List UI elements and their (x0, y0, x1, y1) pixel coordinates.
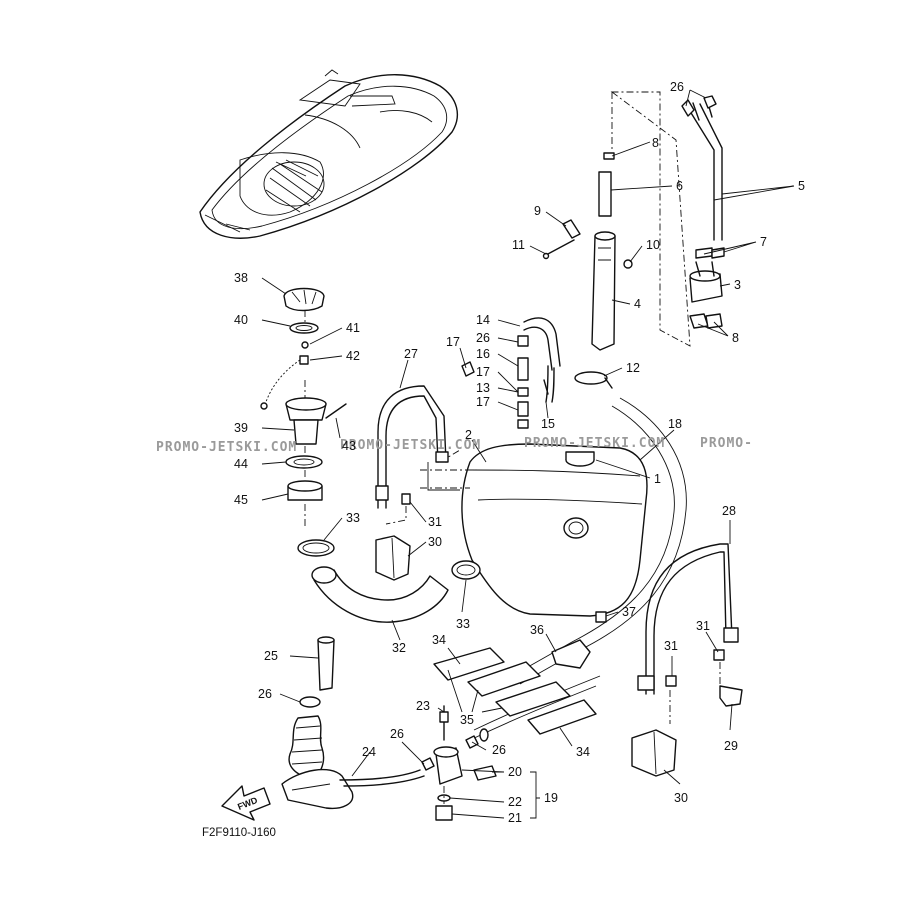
callout-24: 24 (362, 745, 376, 759)
callout-30-right: 30 (674, 791, 688, 805)
fuel-filler-pipe-group (542, 91, 725, 351)
callout-36: 36 (530, 623, 544, 637)
callout-4: 4 (634, 297, 641, 311)
fuel-filter-group (421, 705, 497, 821)
forward-direction-arrow: FWD (221, 785, 271, 821)
callout-44: 44 (234, 457, 248, 471)
callout-11: 11 (512, 238, 525, 252)
right-bracket-assembly (631, 543, 743, 777)
callout-16: 16 (476, 347, 490, 361)
callout-33-right: 33 (456, 617, 470, 631)
callout-17-low: 17 (476, 395, 490, 409)
callout-7: 7 (760, 235, 767, 249)
callout-1: 1 (654, 472, 661, 486)
callout-22: 22 (508, 795, 522, 809)
callout-15: 15 (541, 417, 555, 431)
callout-26-filter: 26 (390, 727, 404, 741)
callout-12: 12 (626, 361, 640, 375)
callout-32: 32 (392, 641, 406, 655)
watermark-text-2: PROMO-JETSKI.COM (340, 438, 481, 453)
callout-25: 25 (264, 649, 278, 663)
callout-34-bottom: 34 (576, 745, 590, 759)
callout-31-mid: 31 (664, 639, 678, 653)
callout-2: 2 (465, 428, 472, 442)
drawing-code: F2F9110-J160 (202, 827, 276, 839)
callout-6: 6 (676, 179, 683, 193)
callout-5: 5 (798, 179, 805, 193)
callout-45: 45 (234, 493, 248, 507)
callout-26-left: 26 (258, 687, 272, 701)
callout-17-mid: 17 (476, 365, 490, 379)
callout-17-left: 17 (446, 335, 460, 349)
tank-pads (433, 611, 607, 735)
filler-cap-assembly (260, 287, 347, 557)
callout-41: 41 (346, 321, 360, 335)
watermark-text-3: PROMO-JETSKI.COM (524, 436, 665, 451)
vent-hose-group (461, 317, 613, 429)
fuel-tank (420, 443, 648, 617)
callout-30-left: 30 (428, 535, 442, 549)
callout-23: 23 (416, 699, 430, 713)
callout-18: 18 (668, 417, 682, 431)
callout-43: 43 (342, 439, 356, 453)
jetski-overview-illustration (199, 69, 459, 239)
callout-10: 10 (646, 238, 660, 252)
callout-38: 38 (234, 271, 248, 285)
filler-hose (311, 560, 481, 623)
callout-9: 9 (534, 204, 541, 218)
callout-26-vent: 26 (476, 331, 490, 345)
callout-27: 27 (404, 347, 418, 361)
left-bracket-assembly (375, 385, 449, 581)
callout-31-right: 31 (696, 619, 710, 633)
callout-42: 42 (346, 349, 360, 363)
callout-14: 14 (476, 313, 490, 327)
callout-40: 40 (234, 313, 248, 327)
callout-28: 28 (722, 504, 736, 518)
callout-8-bottom: 8 (732, 331, 739, 345)
callout-numbers: 1 2 3 4 5 6 7 8 8 9 10 11 12 13 14 15 16… (234, 80, 805, 825)
callout-8-top: 8 (652, 136, 659, 150)
leader-lines (261, 89, 795, 819)
callout-3: 3 (734, 278, 741, 292)
callout-37: 37 (622, 605, 636, 619)
callout-34-top: 34 (432, 633, 446, 647)
callout-19: 19 (544, 791, 558, 805)
callout-35: 35 (460, 713, 474, 727)
watermark: PROMO-JETSKI.COM PROMO-JETSKI.COM PROMO-… (156, 436, 753, 455)
callout-33-left: 33 (346, 511, 360, 525)
callout-39: 39 (234, 421, 248, 435)
callout-31-left: 31 (428, 515, 442, 529)
watermark-text-4: PROMO- (700, 436, 753, 451)
callout-20: 20 (508, 765, 522, 779)
callout-26-right: 26 (492, 743, 506, 757)
callout-13: 13 (476, 381, 490, 395)
callout-21: 21 (508, 811, 522, 825)
watermark-text-1: PROMO-JETSKI.COM (156, 440, 297, 455)
callout-29: 29 (724, 739, 738, 753)
fuel-strainer-bellows-group (281, 636, 425, 810)
callout-26-top: 26 (670, 80, 684, 94)
